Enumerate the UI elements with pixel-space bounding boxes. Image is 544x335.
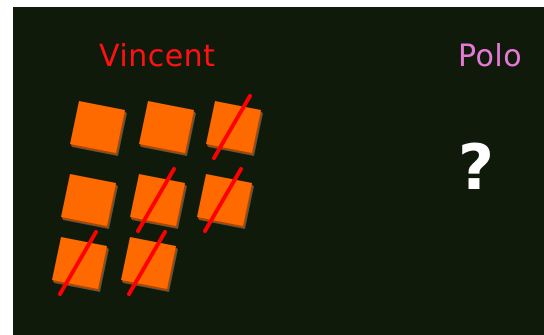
piece-face	[70, 101, 125, 153]
piece-face	[61, 174, 116, 226]
piece-tile[interactable]	[52, 232, 109, 294]
piece-tile[interactable]	[61, 174, 118, 229]
piece-tile[interactable]	[139, 101, 196, 156]
piece-tile[interactable]	[70, 101, 127, 156]
piece-tile[interactable]	[197, 169, 254, 231]
piece-tile[interactable]	[130, 169, 187, 231]
piece-tile[interactable]	[121, 232, 178, 294]
piece-face	[139, 101, 194, 153]
piece-tile[interactable]	[206, 96, 263, 158]
